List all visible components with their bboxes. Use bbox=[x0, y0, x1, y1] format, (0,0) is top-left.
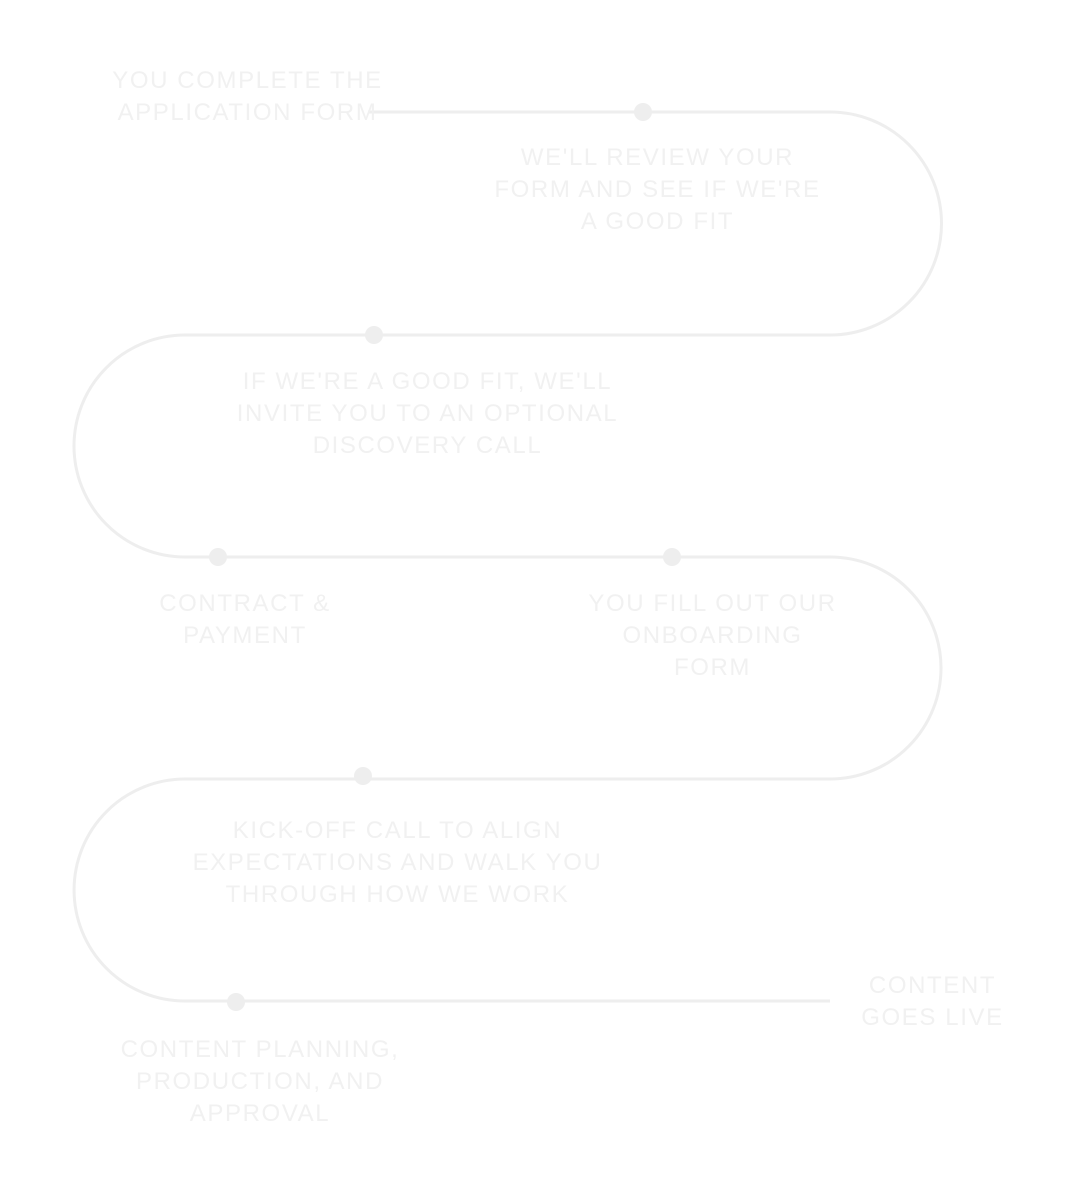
step-2-label: WE'LL REVIEW YOUR FORM AND SEE IF WE'RE … bbox=[494, 144, 821, 235]
step-dot-6 bbox=[354, 767, 372, 785]
step-5-label: YOU FILL OUT OUR ONBOARDING FORM bbox=[588, 590, 837, 681]
step-7-label: CONTENT PLANNING, PRODUCTION, AND APPROV… bbox=[120, 1036, 400, 1127]
step-1-label: YOU COMPLETE THE APPLICATION FORM bbox=[112, 67, 383, 126]
step-dot-7 bbox=[227, 993, 245, 1011]
step-4-label: CONTRACT & PAYMENT bbox=[159, 590, 331, 649]
step-dot-5 bbox=[663, 548, 681, 566]
step-dot-1 bbox=[634, 103, 652, 121]
winding-line bbox=[72, 110, 943, 1003]
step-dot-3 bbox=[365, 326, 383, 344]
step-8-label: CONTENT GOES LIVE bbox=[861, 972, 1004, 1031]
step-dot-4 bbox=[209, 548, 227, 566]
step-6-label: KICK-OFF CALL TO ALIGN EXPECTATIONS AND … bbox=[192, 817, 603, 908]
step-3-label: IF WE'RE A GOOD FIT, WE'LL INVITE YOU TO… bbox=[236, 368, 619, 459]
